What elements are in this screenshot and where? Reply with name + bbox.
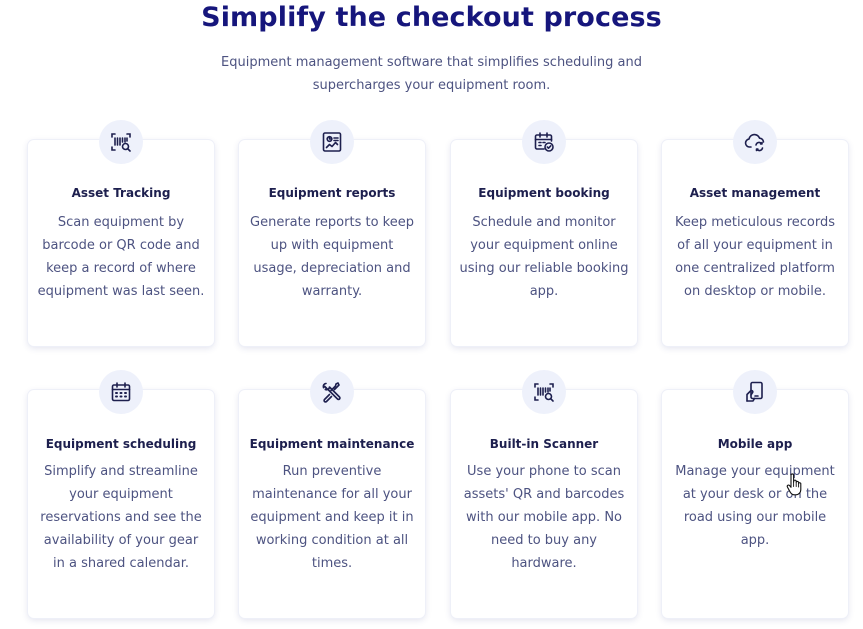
feature-card-built-in-scanner: Built-in Scanner Use your phone to scan …	[451, 370, 637, 618]
feature-card-equipment-reports: Equipment reports Generate reports to ke…	[239, 120, 425, 346]
feature-description: Run preventive maintenance for all your …	[250, 464, 414, 571]
feature-description: Scan equipment by barcode or QR code and…	[37, 215, 205, 299]
report-chart-icon	[310, 120, 354, 164]
feature-title: Asset management	[689, 186, 821, 200]
section-subtitle: Equipment management software that simpl…	[221, 55, 642, 93]
calendar-grid-icon	[99, 370, 143, 414]
feature-card-mobile-app: Mobile app Manage your equipment at your…	[662, 370, 848, 618]
feature-description: Schedule and monitor your equipment onli…	[459, 215, 629, 299]
feature-title: Equipment maintenance	[249, 437, 415, 451]
feature-card-equipment-maintenance: Equipment maintenance Run preventive mai…	[239, 370, 425, 618]
feature-description: Use your phone to scan assets' QR and ba…	[463, 464, 625, 571]
cloud-sync-icon	[733, 120, 777, 164]
feature-card-equipment-booking: Equipment booking Schedule and monitor y…	[451, 120, 637, 346]
feature-description: Simplify and streamline your equipment r…	[40, 464, 202, 571]
section-title: Simplify the checkout process	[201, 2, 662, 33]
feature-title: Equipment reports	[268, 186, 396, 200]
tools-icon	[310, 370, 354, 414]
feature-card-asset-management: Asset management Keep meticulous records…	[662, 120, 848, 346]
calendar-check-icon	[522, 120, 566, 164]
feature-description: Manage your equipment at your desk or on…	[675, 464, 835, 548]
feature-description: Keep meticulous records of all your equi…	[674, 215, 836, 299]
feature-title: Asset Tracking	[71, 186, 171, 200]
feature-title: Equipment scheduling	[45, 437, 197, 451]
barcode-scan-icon	[522, 370, 566, 414]
feature-title: Equipment booking	[478, 186, 610, 200]
feature-title: Built-in Scanner	[489, 437, 599, 451]
feature-card-asset-tracking: Asset Tracking Scan equipment by barcode…	[28, 120, 214, 346]
mobile-hand-icon	[733, 370, 777, 414]
feature-title: Mobile app	[717, 437, 793, 451]
feature-description: Generate reports to keep up with equipme…	[250, 215, 414, 299]
barcode-scan-icon	[99, 120, 143, 164]
hand-cursor-icon	[786, 473, 802, 496]
feature-card-equipment-scheduling: Equipment scheduling Simplify and stream…	[28, 370, 214, 618]
